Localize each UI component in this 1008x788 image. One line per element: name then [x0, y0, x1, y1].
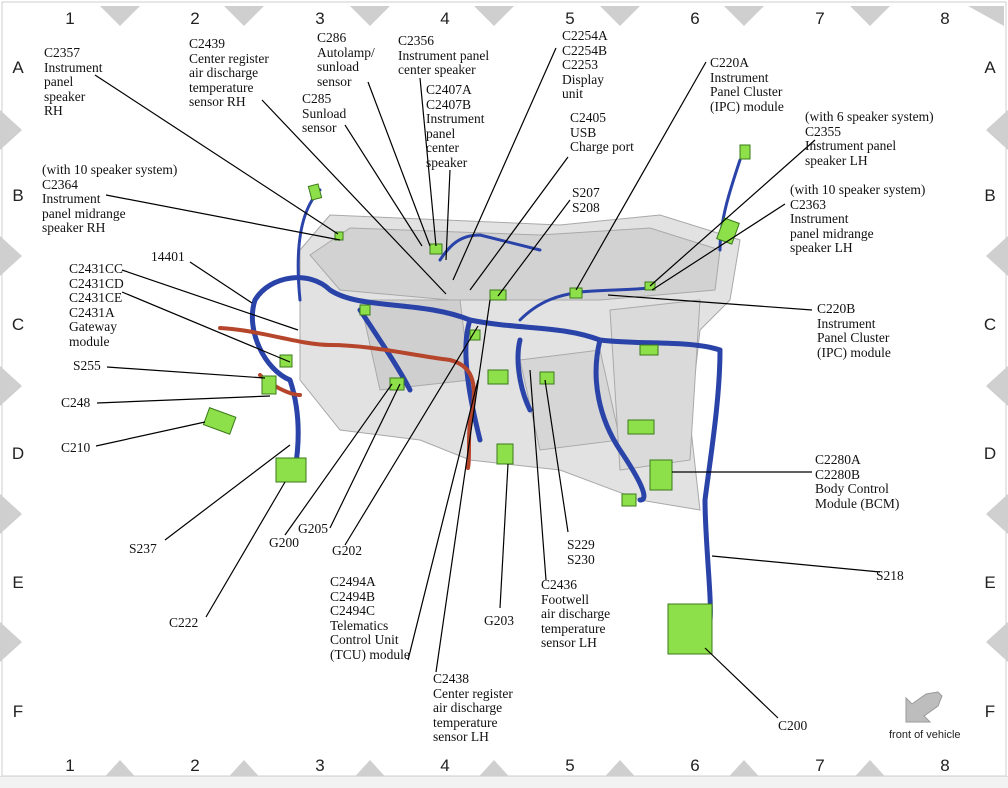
label-c2364: (with 10 speaker system) C2364 Instrumen…: [42, 162, 178, 236]
grid-col-4: 4: [440, 9, 450, 28]
label-c2436: C2436 Footwell air discharge temperature…: [541, 577, 611, 651]
front-of-vehicle-label: front of vehicle: [889, 729, 961, 741]
label-c2494: C2494A C2494B C2494C Telematics Control …: [330, 574, 410, 662]
front-arrow-icon: [905, 691, 943, 723]
grid-row-e-right: E: [984, 573, 996, 592]
label-g200: G200: [269, 535, 299, 550]
bottom-scroll-strip: [0, 776, 1008, 788]
label-c2356: C2356 Instrument panel center speaker: [398, 33, 490, 78]
grid-col-7: 7: [815, 9, 825, 28]
label-c2407: C2407A C2407B Instrument panel center sp…: [426, 82, 485, 170]
label-s207: S207 S208: [572, 185, 600, 215]
grid-col-5: 5: [565, 9, 575, 28]
grid-col-8: 8: [940, 9, 950, 28]
label-c2355: (with 6 speaker system) C2355 Instrument…: [805, 109, 934, 168]
grid-row-f-right: F: [984, 702, 996, 721]
label-c248: C248: [61, 395, 91, 410]
label-c2254: C2254A C2254B C2253 Display unit: [562, 28, 608, 102]
grid-col-2: 2: [190, 9, 200, 28]
label-c2439: C2439 Center register air discharge temp…: [189, 36, 269, 110]
grid-row-c-right: C: [983, 315, 997, 334]
label-c2405: C2405 USB Charge port: [570, 110, 634, 155]
grid-row-b: B: [12, 186, 24, 205]
label-g205: G205: [298, 521, 328, 536]
grid-row-c: C: [11, 315, 25, 334]
grid-row-d-right: D: [983, 444, 997, 463]
label-g203: G203: [484, 613, 514, 628]
label-c2357: C2357 Instrument panel speaker RH: [44, 45, 103, 119]
label-c285: C285 Sunload sensor: [302, 91, 347, 136]
grid-row-a: A: [12, 58, 24, 77]
grid-col-2-bottom: 2: [190, 756, 200, 775]
connectors: [202, 144, 751, 655]
label-s218: S218: [876, 568, 904, 583]
grid-col-1-bottom: 1: [65, 756, 75, 775]
label-s229: S229 S230: [567, 537, 595, 567]
grid-col-6-bottom: 6: [690, 756, 700, 775]
grid-col-1: 1: [65, 9, 75, 28]
grid-row-a-right: A: [984, 58, 996, 77]
leader-lines: [94, 47, 881, 719]
label-s237: S237: [129, 541, 157, 556]
label-c220b: C220B Instrument Panel Cluster (IPC) mod…: [817, 301, 891, 360]
grid-col-4-bottom: 4: [440, 756, 450, 775]
label-s255: S255: [73, 358, 101, 373]
label-c2363: (with 10 speaker system) C2363 Instrumen…: [790, 182, 926, 256]
label-g202: G202: [332, 543, 362, 558]
grid-row-b-right: B: [984, 186, 996, 205]
grid-row-d: D: [11, 444, 25, 463]
grid-col-7-bottom: 7: [815, 756, 825, 775]
label-c222: C222: [169, 615, 199, 630]
label-c200: C200: [778, 718, 808, 733]
grid-col-3: 3: [315, 9, 325, 28]
grid-row-f: F: [12, 702, 24, 721]
label-c286: C286 Autolamp/ sunload sensor: [317, 30, 375, 89]
label-c2431: C2431CC C2431CD C2431CE C2431A Gateway m…: [69, 261, 124, 349]
label-14401: 14401: [151, 249, 185, 264]
grid-col-6: 6: [690, 9, 700, 28]
grid-col-5-bottom: 5: [565, 756, 575, 775]
label-c220a: C220A Instrument Panel Cluster (IPC) mod…: [710, 55, 784, 114]
grid-col-8-bottom: 8: [940, 756, 950, 775]
grid-row-e: E: [12, 573, 24, 592]
label-c2280: C2280A C2280B Body Control Module (BCM): [815, 452, 900, 511]
label-c2438: C2438 Center register air discharge temp…: [433, 671, 513, 745]
label-c210: C210: [61, 440, 91, 455]
grid-col-3-bottom: 3: [315, 756, 325, 775]
